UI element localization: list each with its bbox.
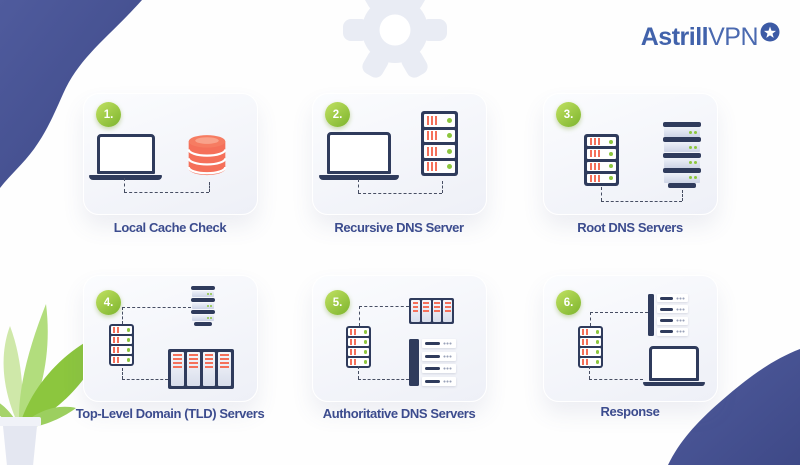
dashed-connector: [358, 366, 359, 379]
panel-recursive-dns-server: 2.: [312, 93, 487, 215]
gear-icon: [343, 0, 447, 78]
server-cabinet-icon: [168, 349, 234, 389]
step-number-badge: 6.: [556, 290, 581, 315]
brand-name-light: VPN: [708, 23, 758, 51]
brand-name-bold: Astrill: [640, 23, 709, 51]
dashed-connector: [601, 201, 682, 202]
dashed-connector: [590, 312, 648, 313]
server-rack-icon: [578, 326, 603, 368]
server-rack-icon: [109, 324, 134, 366]
step-number-badge: 5.: [325, 290, 350, 315]
laptop-icon: [643, 346, 705, 386]
step-label: Authoritative DNS Servers: [322, 406, 476, 421]
step-label: Recursive DNS Server: [334, 220, 464, 235]
dashed-connector: [122, 307, 123, 324]
laptop-icon: [89, 134, 162, 180]
server-tower-icon: [191, 286, 215, 326]
step-label: Root DNS Servers: [577, 220, 683, 235]
laptop-icon: [319, 132, 399, 180]
dashed-connector: [359, 306, 360, 326]
dashed-connector: [359, 306, 409, 307]
blade-server-icon: [648, 294, 688, 336]
server-tower-icon: [663, 122, 701, 188]
step-label: Local Cache Check: [113, 220, 227, 235]
step-label: Top-Level Domain (TLD) Servers: [75, 406, 265, 421]
dashed-connector: [124, 192, 209, 193]
server-rack-icon: [346, 326, 371, 368]
panel-local-cache-check: 1.: [83, 93, 258, 215]
server-rack-icon: [421, 111, 458, 176]
corner-blob-top-left-icon: [0, 0, 142, 188]
corner-blob-bottom-right-icon: [668, 349, 800, 465]
dashed-connector: [358, 379, 409, 380]
star-circle-icon: [760, 22, 780, 42]
dashed-connector: [682, 190, 683, 201]
dashed-connector: [122, 379, 168, 380]
dashed-connector: [122, 368, 123, 379]
server-rack-icon: [584, 134, 619, 186]
panel-response: 6.: [543, 275, 718, 402]
dashed-connector: [601, 187, 602, 201]
dashed-connector: [590, 312, 591, 326]
step-label: Response: [600, 404, 660, 419]
dashed-connector: [124, 178, 125, 192]
blade-server-icon: [409, 339, 456, 386]
dashed-connector: [589, 366, 590, 379]
step-number-badge: 1.: [96, 102, 121, 127]
step-number-badge: 3.: [556, 102, 581, 127]
dashed-connector: [358, 179, 359, 193]
dashed-connector: [358, 193, 442, 194]
dashed-connector: [442, 181, 443, 193]
dashed-connector: [589, 379, 643, 380]
database-icon: [187, 135, 227, 176]
dashed-connector: [122, 307, 191, 308]
step-number-badge: 4.: [96, 290, 121, 315]
panel-tld-servers: 4.: [83, 275, 258, 402]
panel-authoritative-dns-servers: 5.: [312, 275, 487, 402]
panel-root-dns-servers: 3.: [543, 93, 718, 215]
server-cabinet-icon: [409, 298, 454, 324]
step-number-badge: 2.: [325, 102, 350, 127]
dashed-connector: [209, 182, 210, 192]
